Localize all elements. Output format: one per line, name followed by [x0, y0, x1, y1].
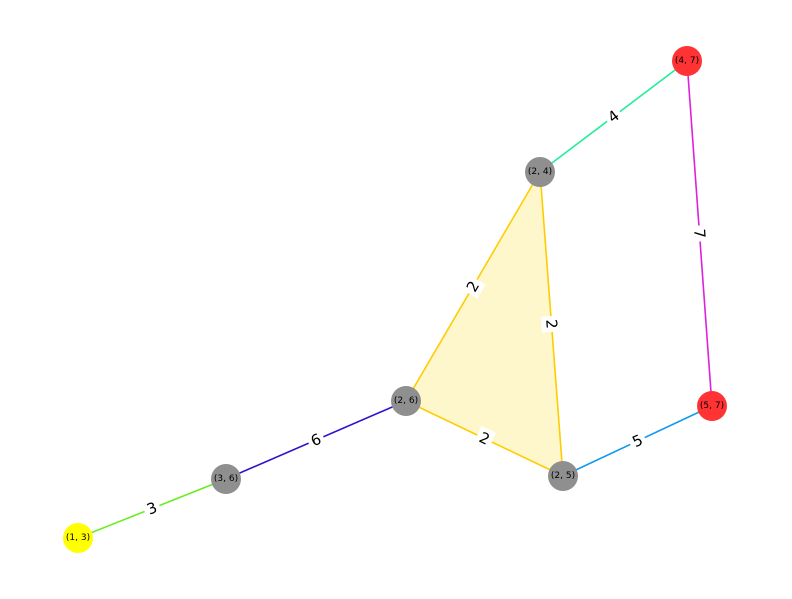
node-label: (3, 6)	[214, 474, 238, 484]
node-label: (2, 4)	[528, 167, 552, 177]
edge-weight-e2: 6	[304, 427, 328, 453]
node-n47: (4, 7)	[672, 46, 702, 76]
node-circle	[672, 46, 702, 76]
node-circle	[63, 523, 93, 553]
node-label: (1, 3)	[66, 533, 90, 543]
node-circle	[548, 461, 578, 491]
node-label: (5, 7)	[700, 401, 724, 411]
node-n26: (2, 6)	[391, 386, 421, 416]
edge-weight-e5: 2	[540, 315, 563, 333]
edge-weight-e3: 2	[460, 274, 486, 299]
node-circle	[211, 464, 241, 494]
edge-weight-e4: 2	[472, 426, 497, 451]
node-layer: (1, 3) (3, 6) (2, 6) (2, 5) (2, 4) (4, 7) (5, …	[63, 46, 727, 553]
edge-weight-e8: 7	[688, 224, 711, 243]
edge-label-layer: 3 6 2 2 2 4 5 7	[140, 103, 711, 521]
edge-weight-e6: 4	[601, 103, 626, 130]
node-n24: (2, 4)	[525, 157, 555, 187]
node-circle	[525, 157, 555, 187]
edge-layer	[77, 60, 713, 539]
edge-weight-e7: 5	[626, 428, 649, 454]
node-n57: (5, 7)	[697, 391, 727, 421]
node-label: (2, 6)	[394, 396, 418, 406]
node-label: (4, 7)	[675, 56, 699, 66]
edge-weight-label: 7	[690, 228, 709, 239]
node-circle	[697, 391, 727, 421]
triangle-highlight-layer	[406, 172, 563, 476]
triangle-highlight	[406, 172, 563, 476]
node-circle	[391, 386, 421, 416]
edge-weight-e1: 3	[140, 496, 164, 521]
node-label: (2, 5)	[551, 471, 575, 481]
node-n25: (2, 5)	[548, 461, 578, 491]
node-n36: (3, 6)	[211, 464, 241, 494]
edge-weight-label: 2	[542, 319, 561, 330]
node-n14: (1, 3)	[63, 523, 93, 553]
